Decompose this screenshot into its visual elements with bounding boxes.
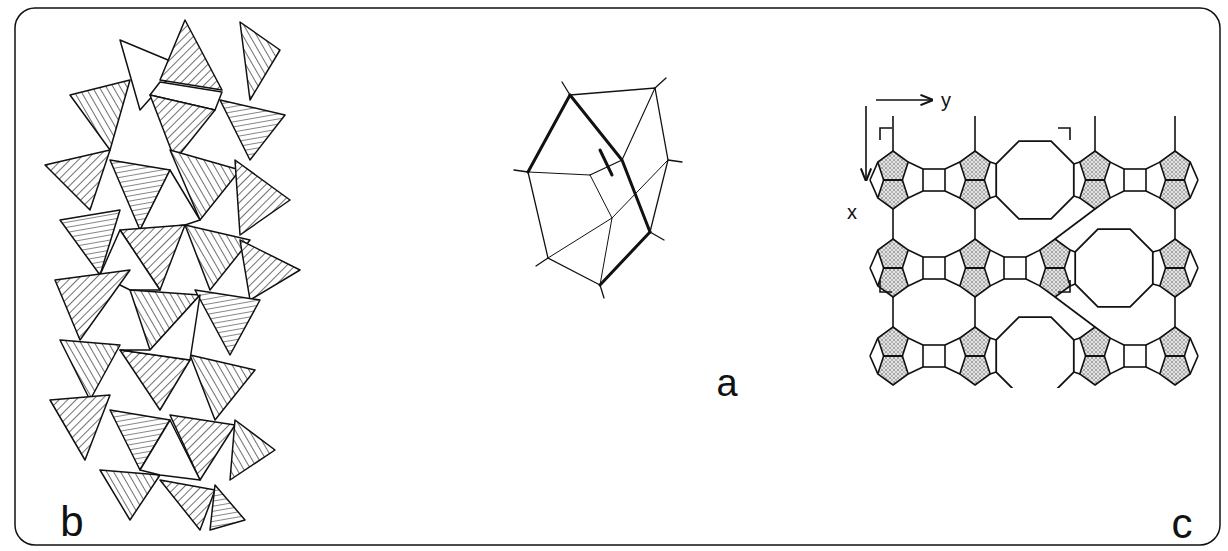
figure-shape <box>570 95 650 232</box>
figure-shape <box>892 209 894 239</box>
figure-shape <box>230 420 275 480</box>
figure-shape <box>140 170 200 230</box>
figure-shape <box>528 160 668 285</box>
figure-shape <box>974 116 976 151</box>
figure-shape <box>870 317 1198 388</box>
figure-shape <box>150 95 215 160</box>
figure-shape <box>160 20 222 90</box>
figure-shape <box>210 485 245 530</box>
figure-shape <box>1094 116 1096 151</box>
figure-shape <box>892 297 894 327</box>
figure-shape <box>528 172 600 285</box>
figure-shape <box>892 116 894 151</box>
panel-letter: b <box>60 501 83 543</box>
axis-label: y <box>941 90 951 110</box>
figure-shape <box>45 150 110 210</box>
panel-letter: c <box>1172 503 1193 545</box>
axis-arrows <box>866 100 932 180</box>
figure-shape <box>60 340 120 400</box>
figure-shape <box>120 295 200 360</box>
figure-shape <box>870 229 1198 307</box>
figure-shape <box>1058 128 1070 140</box>
figure-shape <box>185 225 250 290</box>
panel-letter: a <box>716 364 737 402</box>
figure-shape <box>190 355 255 420</box>
figure-shape <box>70 80 130 150</box>
cage-wireframe <box>514 78 682 298</box>
figure-shape <box>1174 297 1176 327</box>
figure-shape <box>865 106 867 180</box>
figure-shape <box>870 141 1198 219</box>
figure-shape <box>528 95 570 172</box>
figure-shape <box>50 395 110 460</box>
figure-shape <box>220 100 285 160</box>
figure-shape <box>1055 209 1095 239</box>
polyhedra-chain <box>45 20 300 530</box>
figure-shape <box>240 240 300 300</box>
figure-shape <box>195 290 260 355</box>
figure-shape <box>240 22 280 100</box>
figure-shape <box>1055 297 1095 327</box>
figure-shape <box>514 78 682 298</box>
figure-shape <box>600 232 650 285</box>
unit-cell-corners <box>880 128 1070 292</box>
figure-shape <box>140 420 200 480</box>
figure-shape <box>100 470 160 520</box>
figure-shape <box>876 99 932 101</box>
framework-projection <box>870 116 1198 388</box>
frame-border <box>15 8 1220 545</box>
figure-shape <box>1058 280 1070 292</box>
figure-shape <box>235 160 290 235</box>
figure-shape <box>160 480 215 530</box>
figure-shape <box>880 128 892 140</box>
figure-shape <box>974 297 976 327</box>
figure-shape <box>55 270 130 340</box>
figure-shape <box>600 150 612 175</box>
figure-shape <box>974 209 976 239</box>
figure-shape <box>590 88 655 175</box>
figure-shape <box>880 280 892 292</box>
axis-label: x <box>847 202 857 222</box>
figure-shape <box>1174 116 1176 151</box>
figure-shape <box>1174 209 1176 239</box>
